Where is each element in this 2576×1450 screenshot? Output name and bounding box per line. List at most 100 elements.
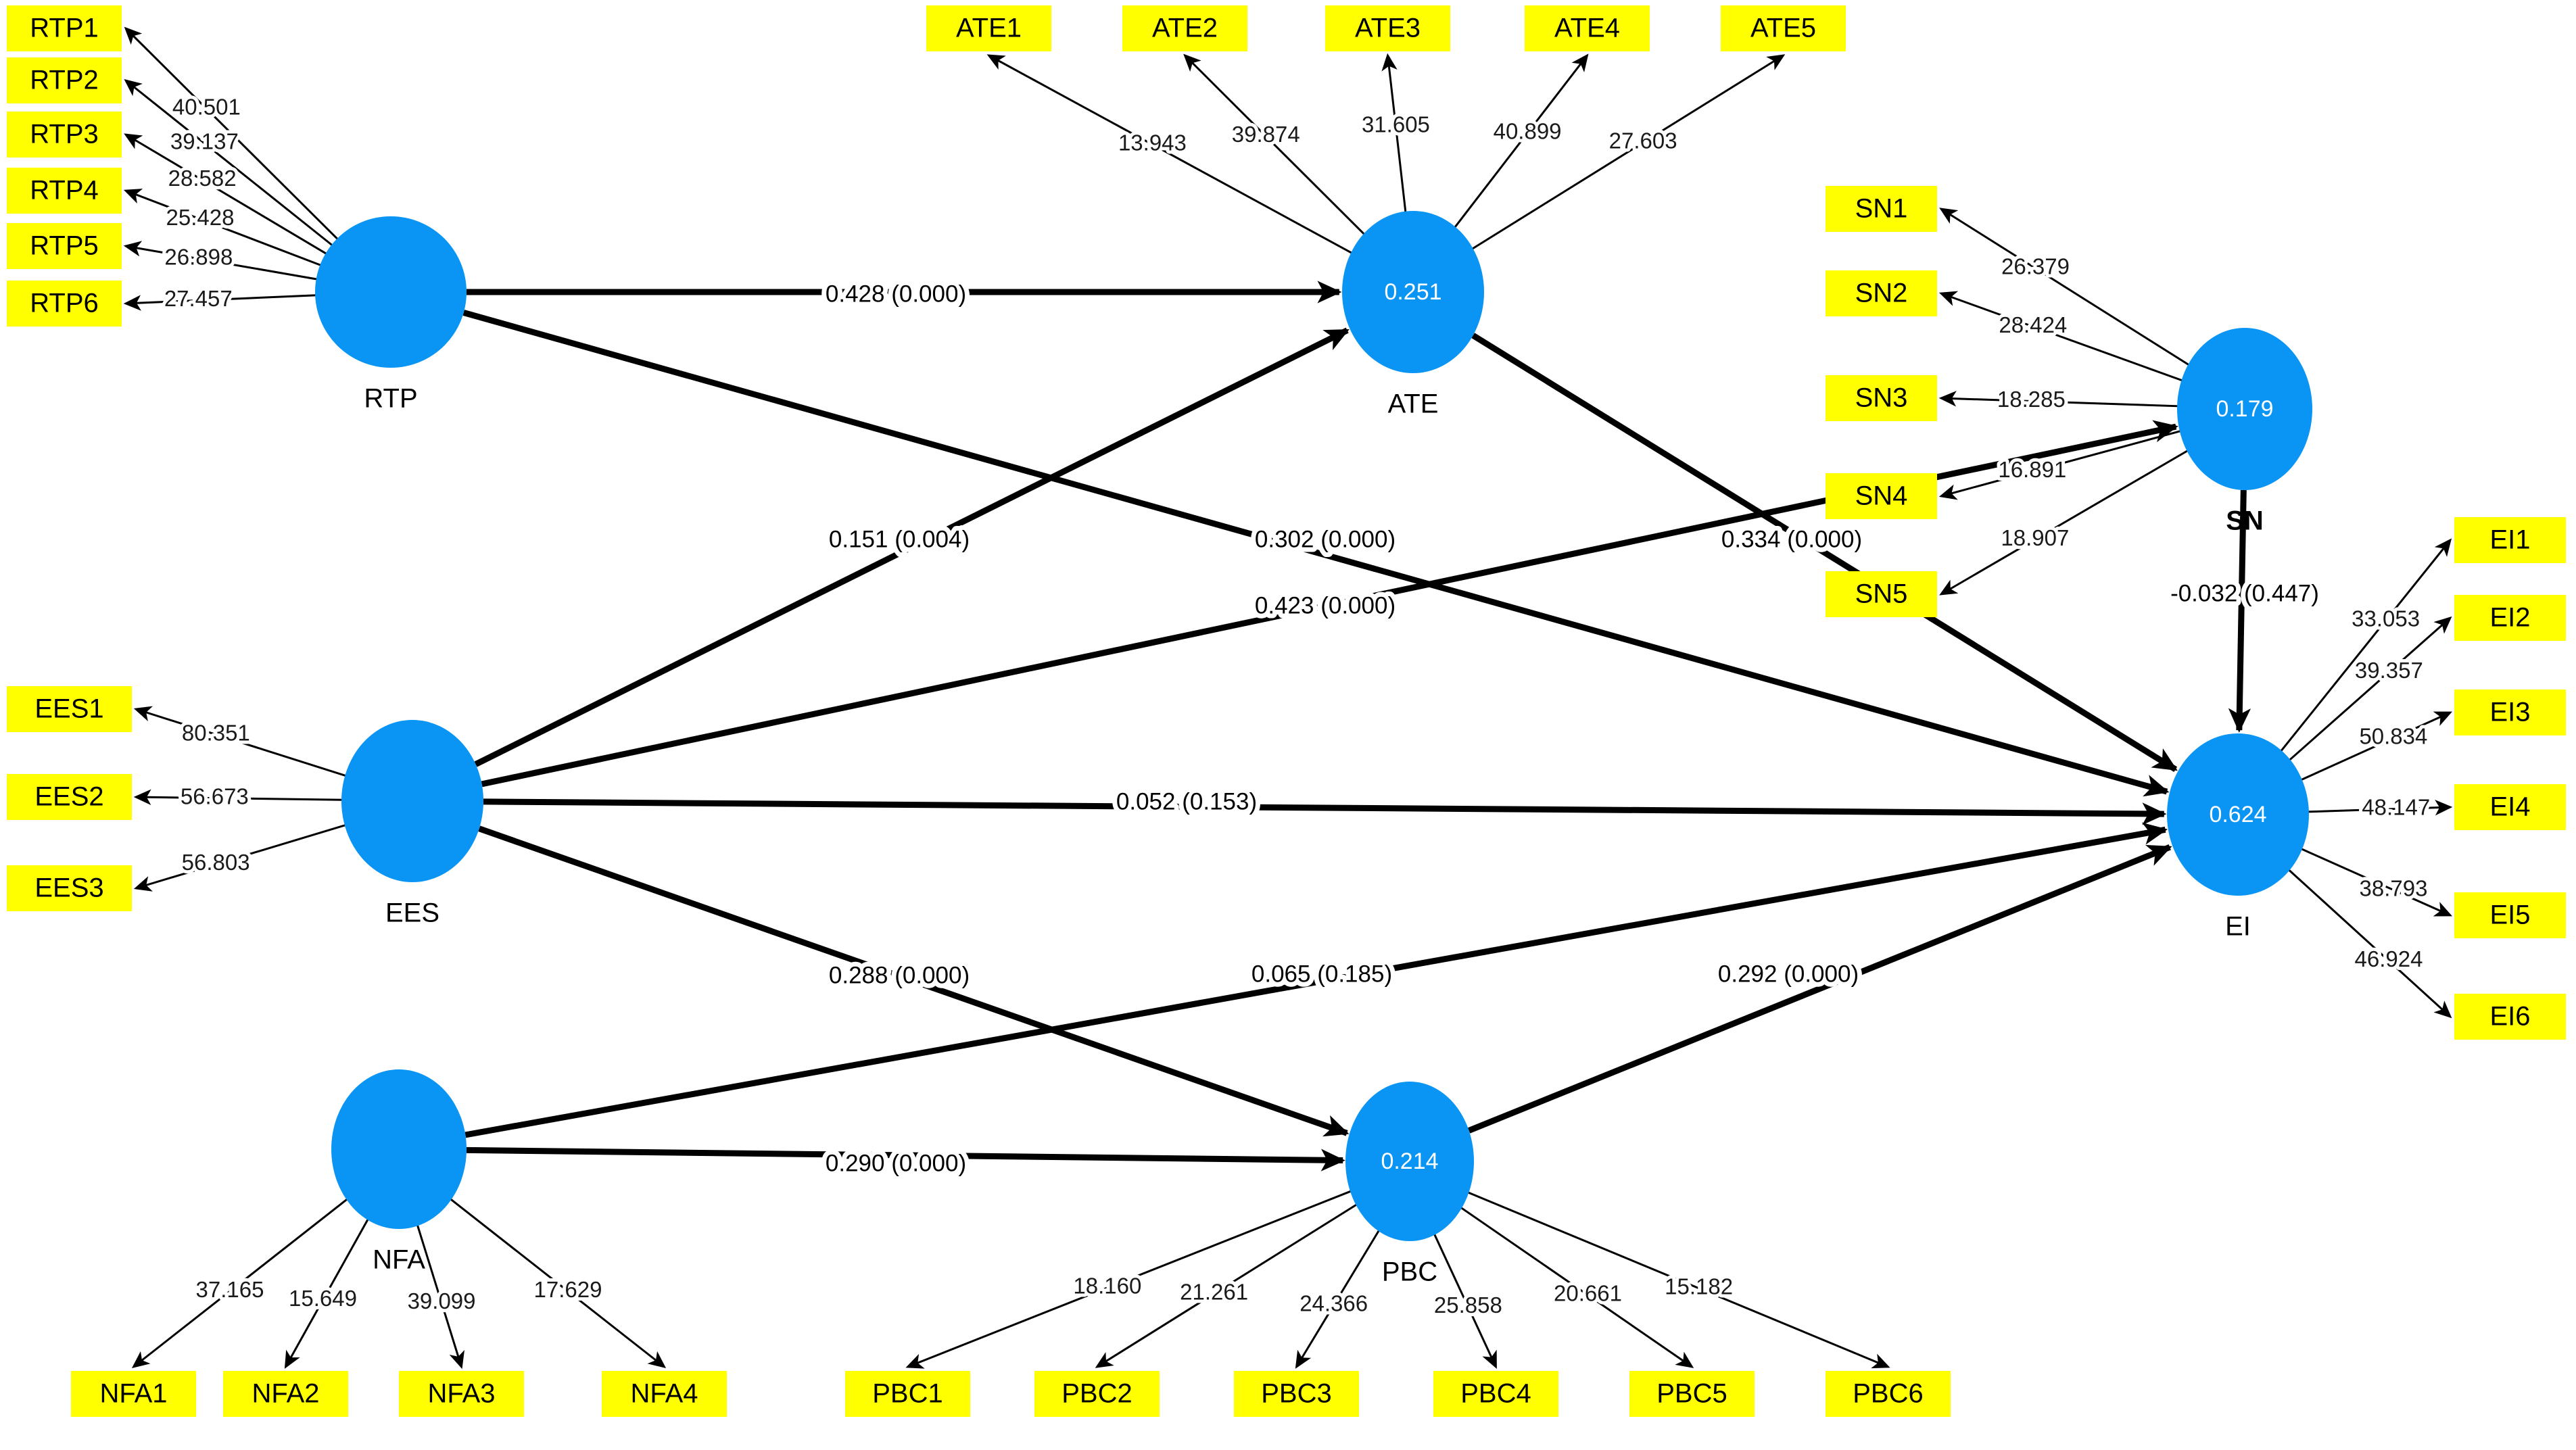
indicator-rtp5[interactable]: RTP5	[7, 223, 122, 269]
indicator-box[interactable]	[7, 223, 122, 269]
indicator-sn5[interactable]: SN5	[1826, 571, 1937, 617]
indicator-nfa4[interactable]: NFA4	[602, 1371, 727, 1417]
outer-loading-pbc1: 18.160	[1073, 1274, 1141, 1299]
indicator-ate1[interactable]: ATE1	[926, 5, 1051, 51]
indicator-box[interactable]	[926, 5, 1051, 51]
indicator-rtp3[interactable]: RTP3	[7, 112, 122, 158]
structural-path-ees-to-ei	[483, 798, 2167, 825]
latent-node-sn[interactable]: 0.179	[2177, 328, 2312, 490]
indicator-pbc2[interactable]: PBC2	[1034, 1371, 1160, 1417]
indicator-box[interactable]	[2454, 784, 2566, 830]
indicator-box[interactable]	[7, 168, 122, 214]
indicator-box[interactable]	[1721, 5, 1846, 51]
path-coefficient-pbc-ei: 0.292 (0.000)	[1718, 961, 1859, 987]
indicator-box[interactable]	[1826, 270, 1937, 316]
indicator-box[interactable]	[2454, 994, 2566, 1040]
indicator-box[interactable]	[7, 281, 122, 327]
indicator-nfa1[interactable]: NFA1	[71, 1371, 196, 1417]
indicator-ate5[interactable]: ATE5	[1721, 5, 1846, 51]
indicator-ate3[interactable]: ATE3	[1325, 5, 1450, 51]
indicator-pbc1[interactable]: PBC1	[845, 1371, 970, 1417]
path-label-halo: 0.290 (0.000)	[826, 1150, 966, 1176]
indicator-box[interactable]	[1629, 1371, 1755, 1417]
loading-label-halo: 56.803	[182, 850, 250, 875]
indicator-box[interactable]	[1826, 375, 1937, 421]
latent-node-rtp[interactable]	[315, 216, 467, 368]
indicator-pbc6[interactable]: PBC6	[1826, 1371, 1951, 1417]
indicator-box[interactable]	[845, 1371, 970, 1417]
indicator-ei6[interactable]: EI6	[2454, 994, 2566, 1040]
indicator-box[interactable]	[1826, 186, 1937, 232]
indicator-box[interactable]	[7, 774, 132, 820]
indicator-pbc3[interactable]: PBC3	[1234, 1371, 1359, 1417]
indicator-box[interactable]	[2454, 595, 2566, 641]
indicator-ees1[interactable]: EES1	[7, 686, 132, 732]
latent-node-nfa[interactable]	[331, 1069, 467, 1229]
indicator-ei2[interactable]: EI2	[2454, 595, 2566, 641]
indicator-box[interactable]	[1826, 473, 1937, 519]
loading-label-halo: 20.661	[1554, 1281, 1622, 1306]
indicator-box[interactable]	[602, 1371, 727, 1417]
indicator-box[interactable]	[1525, 5, 1650, 51]
indicator-ees2[interactable]: EES2	[7, 774, 132, 820]
latent-ellipse-ei[interactable]	[2167, 733, 2309, 896]
indicator-ei1[interactable]: EI1	[2454, 517, 2566, 563]
loading-label-halo: 50.834	[2359, 724, 2427, 749]
indicator-box[interactable]	[7, 57, 122, 103]
indicator-ei3[interactable]: EI3	[2454, 690, 2566, 735]
indicator-rtp6[interactable]: RTP6	[7, 281, 122, 327]
loading-label-halo: 15.649	[289, 1286, 357, 1311]
latent-ellipse-ate[interactable]	[1342, 211, 1484, 373]
indicator-sn1[interactable]: SN1	[1826, 186, 1937, 232]
indicator-box[interactable]	[7, 5, 122, 51]
loading-label-halo: 37.165	[196, 1277, 264, 1302]
latent-node-pbc[interactable]: 0.214	[1345, 1082, 1474, 1241]
indicator-ei4[interactable]: EI4	[2454, 784, 2566, 830]
indicator-box[interactable]	[2454, 892, 2566, 938]
indicator-pbc5[interactable]: PBC5	[1629, 1371, 1755, 1417]
latent-ellipse-nfa[interactable]	[331, 1069, 467, 1229]
path-label-halo: 0.151 (0.004)	[829, 526, 970, 552]
path-coefficient-rtp-ei: 0.302 (0.000)	[1255, 526, 1396, 552]
indicator-nfa3[interactable]: NFA3	[399, 1371, 524, 1417]
loading-label-halo: 26.379	[2001, 254, 2070, 279]
indicator-box[interactable]	[7, 865, 132, 911]
indicator-box[interactable]	[1325, 5, 1450, 51]
indicator-sn3[interactable]: SN3	[1826, 375, 1937, 421]
indicator-box[interactable]	[223, 1371, 348, 1417]
indicator-box[interactable]	[1122, 5, 1247, 51]
indicator-box[interactable]	[71, 1371, 196, 1417]
indicator-ate4[interactable]: ATE4	[1525, 5, 1650, 51]
indicator-rtp2[interactable]: RTP2	[7, 57, 122, 103]
indicator-nfa2[interactable]: NFA2	[223, 1371, 348, 1417]
indicator-ei5[interactable]: EI5	[2454, 892, 2566, 938]
indicator-sn4[interactable]: SN4	[1826, 473, 1937, 519]
measurement-arrow-ate4	[1453, 53, 1589, 229]
r-squared-value-sn: 0.179	[2216, 396, 2273, 422]
indicator-box[interactable]	[1234, 1371, 1359, 1417]
indicator-ate2[interactable]: ATE2	[1122, 5, 1247, 51]
indicator-rtp1[interactable]: RTP1	[7, 5, 122, 51]
indicator-ees3[interactable]: EES3	[7, 865, 132, 911]
latent-node-ate[interactable]: 0.251	[1342, 211, 1484, 373]
indicator-sn2[interactable]: SN2	[1826, 270, 1937, 316]
latent-ellipse-rtp[interactable]	[315, 216, 467, 368]
indicator-box[interactable]	[7, 686, 132, 732]
indicator-pbc4[interactable]: PBC4	[1433, 1371, 1558, 1417]
indicator-box[interactable]	[7, 112, 122, 158]
latent-ellipse-ees[interactable]	[341, 720, 483, 882]
indicator-box[interactable]	[399, 1371, 524, 1417]
indicator-box[interactable]	[2454, 690, 2566, 735]
indicator-label: PBC3	[1261, 1379, 1332, 1409]
latent-node-ees[interactable]	[341, 720, 483, 882]
latent-ellipse-pbc[interactable]	[1345, 1082, 1474, 1241]
indicator-box[interactable]	[1433, 1371, 1558, 1417]
indicator-box[interactable]	[1826, 571, 1937, 617]
indicator-rtp4[interactable]: RTP4	[7, 168, 122, 214]
latent-ellipse-sn[interactable]	[2177, 328, 2312, 490]
indicator-box[interactable]	[1034, 1371, 1160, 1417]
latent-node-ei[interactable]: 0.624	[2167, 733, 2309, 896]
indicator-box[interactable]	[1826, 1371, 1951, 1417]
indicator-box[interactable]	[2454, 517, 2566, 563]
r-squared-value-pbc: 0.214	[1381, 1149, 1438, 1174]
